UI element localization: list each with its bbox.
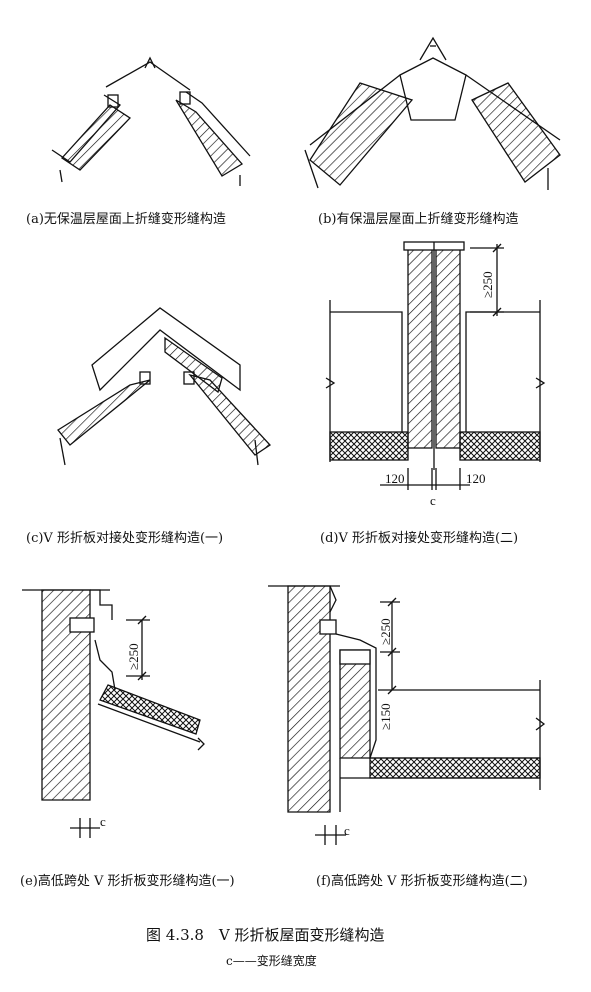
caption-b: (b)有保温层屋面上折缝变形缝构造: [318, 212, 519, 227]
dim-d-left: 120: [385, 471, 405, 486]
detail-b: [304, 36, 561, 190]
dim-d-height: ≥250: [480, 271, 495, 298]
low-wall-f: [339, 649, 371, 759]
left-upstand: [407, 247, 433, 449]
caption-f: (f)高低跨处 V 形折板变形缝构造(二): [316, 874, 528, 889]
caption-a: (a)无保温层屋面上折缝变形缝构造: [26, 212, 226, 227]
detail-c: [57, 307, 271, 466]
dim-d-right: 120: [466, 471, 486, 486]
detail-e: [22, 589, 205, 838]
dim-e-gap: c: [100, 814, 106, 829]
dim-e-height: ≥250: [126, 643, 141, 670]
slab-a-left: [51, 94, 132, 183]
caption-c: (c)V 形折板对接处变形缝构造(一): [26, 531, 224, 546]
right-upstand: [435, 247, 461, 449]
dim-f-gap: c: [344, 823, 350, 838]
dim-d-gap: c: [430, 493, 436, 508]
detail-d: [325, 241, 546, 490]
dim-f-height1: ≥250: [378, 618, 393, 645]
detail-f: [268, 585, 546, 845]
insulation-right: [459, 431, 541, 461]
slab-b-left: [304, 74, 414, 189]
detail-a: [51, 56, 251, 186]
figure-title: 图 4.3.8 V 形折板屋面变形缝构造: [146, 926, 385, 944]
dim-f-height2: ≥150: [378, 703, 393, 730]
figure-note: c——变形缝宽度: [226, 954, 317, 968]
slab-b-right: [465, 74, 561, 190]
caption-e: (e)高低跨处 V 形折板变形缝构造(一): [20, 874, 235, 889]
slab-a-right: [175, 91, 251, 186]
insulation-left: [329, 431, 409, 461]
caption-d: (d)V 形折板对接处变形缝构造(二): [320, 531, 519, 546]
insulation-f: [369, 757, 541, 779]
slab-e: [99, 684, 201, 735]
